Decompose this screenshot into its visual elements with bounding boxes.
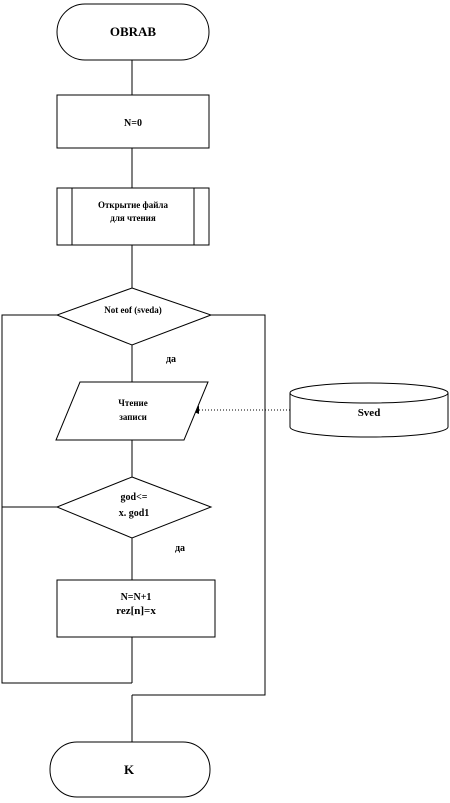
data-store-label: Sved bbox=[358, 407, 381, 419]
read-record-io: Чтение записи bbox=[55, 381, 209, 441]
compare-label-line1: god<= bbox=[121, 492, 148, 503]
compare-yes-label: да bbox=[175, 543, 185, 554]
open-file-label-line2: для чтения bbox=[110, 213, 156, 223]
start-terminator: OBRAB bbox=[56, 3, 210, 61]
assign-label-line2: rez[n]=x bbox=[116, 605, 156, 617]
end-terminator-shape bbox=[49, 741, 211, 798]
open-file-process: Открытие файла для чтения bbox=[56, 187, 210, 246]
compare-label-line2: x. god1 bbox=[119, 508, 150, 519]
loop-back-line bbox=[1, 314, 132, 684]
init-process: N=0 bbox=[56, 94, 210, 149]
compare-shape bbox=[55, 476, 213, 539]
loop-condition-label: Not eof (sveda) bbox=[104, 305, 162, 315]
end-label: K bbox=[124, 762, 135, 777]
loop-condition-decision: Not eof (sveda) bbox=[55, 287, 213, 346]
compare-decision: god<= x. god1 bbox=[55, 476, 213, 539]
init-label: N=0 bbox=[124, 118, 142, 129]
end-terminator: K bbox=[49, 741, 211, 798]
read-label-line1: Чтение bbox=[118, 398, 147, 408]
read-record-shape bbox=[55, 381, 209, 441]
assign-label-line1: N=N+1 bbox=[121, 592, 152, 603]
data-store-top bbox=[289, 382, 449, 404]
data-store-body bbox=[289, 393, 449, 438]
loop-condition-shape bbox=[55, 287, 213, 346]
read-label-line2: записи bbox=[119, 412, 147, 422]
start-terminator-shape bbox=[56, 3, 210, 61]
open-file-label-line1: Открытие файла bbox=[98, 200, 168, 210]
assign-process-shape bbox=[56, 579, 216, 638]
start-label: OBRAB bbox=[110, 24, 157, 39]
assign-process: N=N+1 rez[n]=x bbox=[56, 579, 216, 638]
open-file-shape bbox=[56, 187, 210, 246]
connectors bbox=[1, 60, 290, 742]
data-store-cylinder: Sved bbox=[289, 382, 449, 438]
init-process-shape bbox=[56, 94, 210, 149]
loop-exit-line bbox=[132, 314, 266, 696]
loop-yes-label: да bbox=[166, 354, 176, 365]
